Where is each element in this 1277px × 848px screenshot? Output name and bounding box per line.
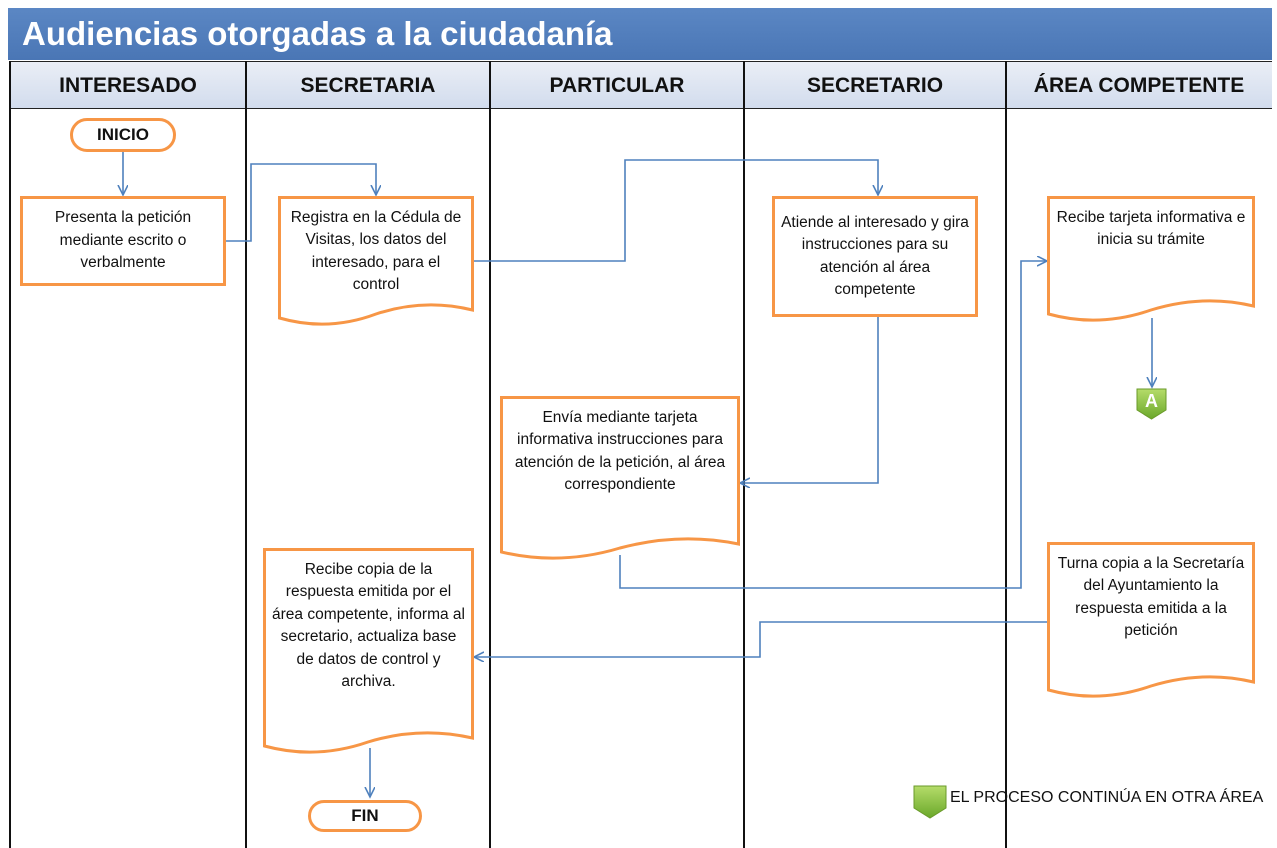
arrow-presenta-registra [226,163,376,242]
lane-divider [245,61,247,848]
doc-wave [500,532,740,560]
connector-a-label: A [1145,391,1158,411]
lane-divider [489,61,491,848]
doc-registra-cedula-text: Registra en la Cédula de Visitas, los da… [290,209,462,294]
page-title: Audiencias otorgadas a la ciudadanía [8,8,1272,60]
arrow-turna-recibe-copia [474,621,1047,657]
doc-registra-cedula: Registra en la Cédula de Visitas, los da… [278,196,474,326]
doc-wave [263,726,474,754]
lane-header-interesado: INTERESADO [10,61,246,109]
process-presenta-peticion: Presenta la petición mediante escrito o … [20,196,226,286]
lane-header-area-competente: ÁREA COMPETENTE [1006,61,1272,109]
lane-divider [9,61,11,848]
connector-a: A [1136,388,1167,420]
arrow-registra-atiende [474,159,878,262]
doc-recibe-copia: Recibe copia de la respuesta emitida por… [263,548,474,754]
legend-text: EL PROCESO CONTINÚA EN OTRA ÁREA [950,789,1264,806]
doc-recibe-tarjeta-text: Recibe tarjeta informativa e inicia su t… [1056,209,1246,249]
doc-recibe-copia-text: Recibe copia de la respuesta emitida por… [272,561,465,691]
doc-envia-tarjeta: Envía mediante tarjeta informativa instr… [500,396,740,560]
doc-wave [1047,294,1255,322]
doc-wave [1047,670,1255,698]
legend-icon [913,785,947,819]
legend-connector-icon [913,785,947,819]
doc-turna-copia-text: Turna copia a la Secretaría del Ayuntami… [1057,555,1245,640]
lane-divider [1005,61,1007,848]
doc-recibe-tarjeta: Recibe tarjeta informativa e inicia su t… [1047,196,1255,322]
lane-header-secretaria: SECRETARIA [246,61,490,109]
arrow-envia-recibe-tarjeta [619,261,1047,589]
start-terminal: INICIO [70,118,176,152]
lane-header-particular: PARTICULAR [490,61,744,109]
doc-turna-copia: Turna copia a la Secretaría del Ayuntami… [1047,542,1255,698]
doc-wave [278,298,474,326]
end-terminal: FIN [308,800,422,832]
connector-a-shape [1136,388,1167,420]
process-atiende-interesado: Atiende al interesado y gira instruccion… [772,196,978,317]
lane-header-secretario: SECRETARIO [744,61,1006,109]
lane-divider [743,61,745,848]
doc-envia-tarjeta-text: Envía mediante tarjeta informativa instr… [514,409,726,494]
arrow-atiende-envia [740,317,879,483]
